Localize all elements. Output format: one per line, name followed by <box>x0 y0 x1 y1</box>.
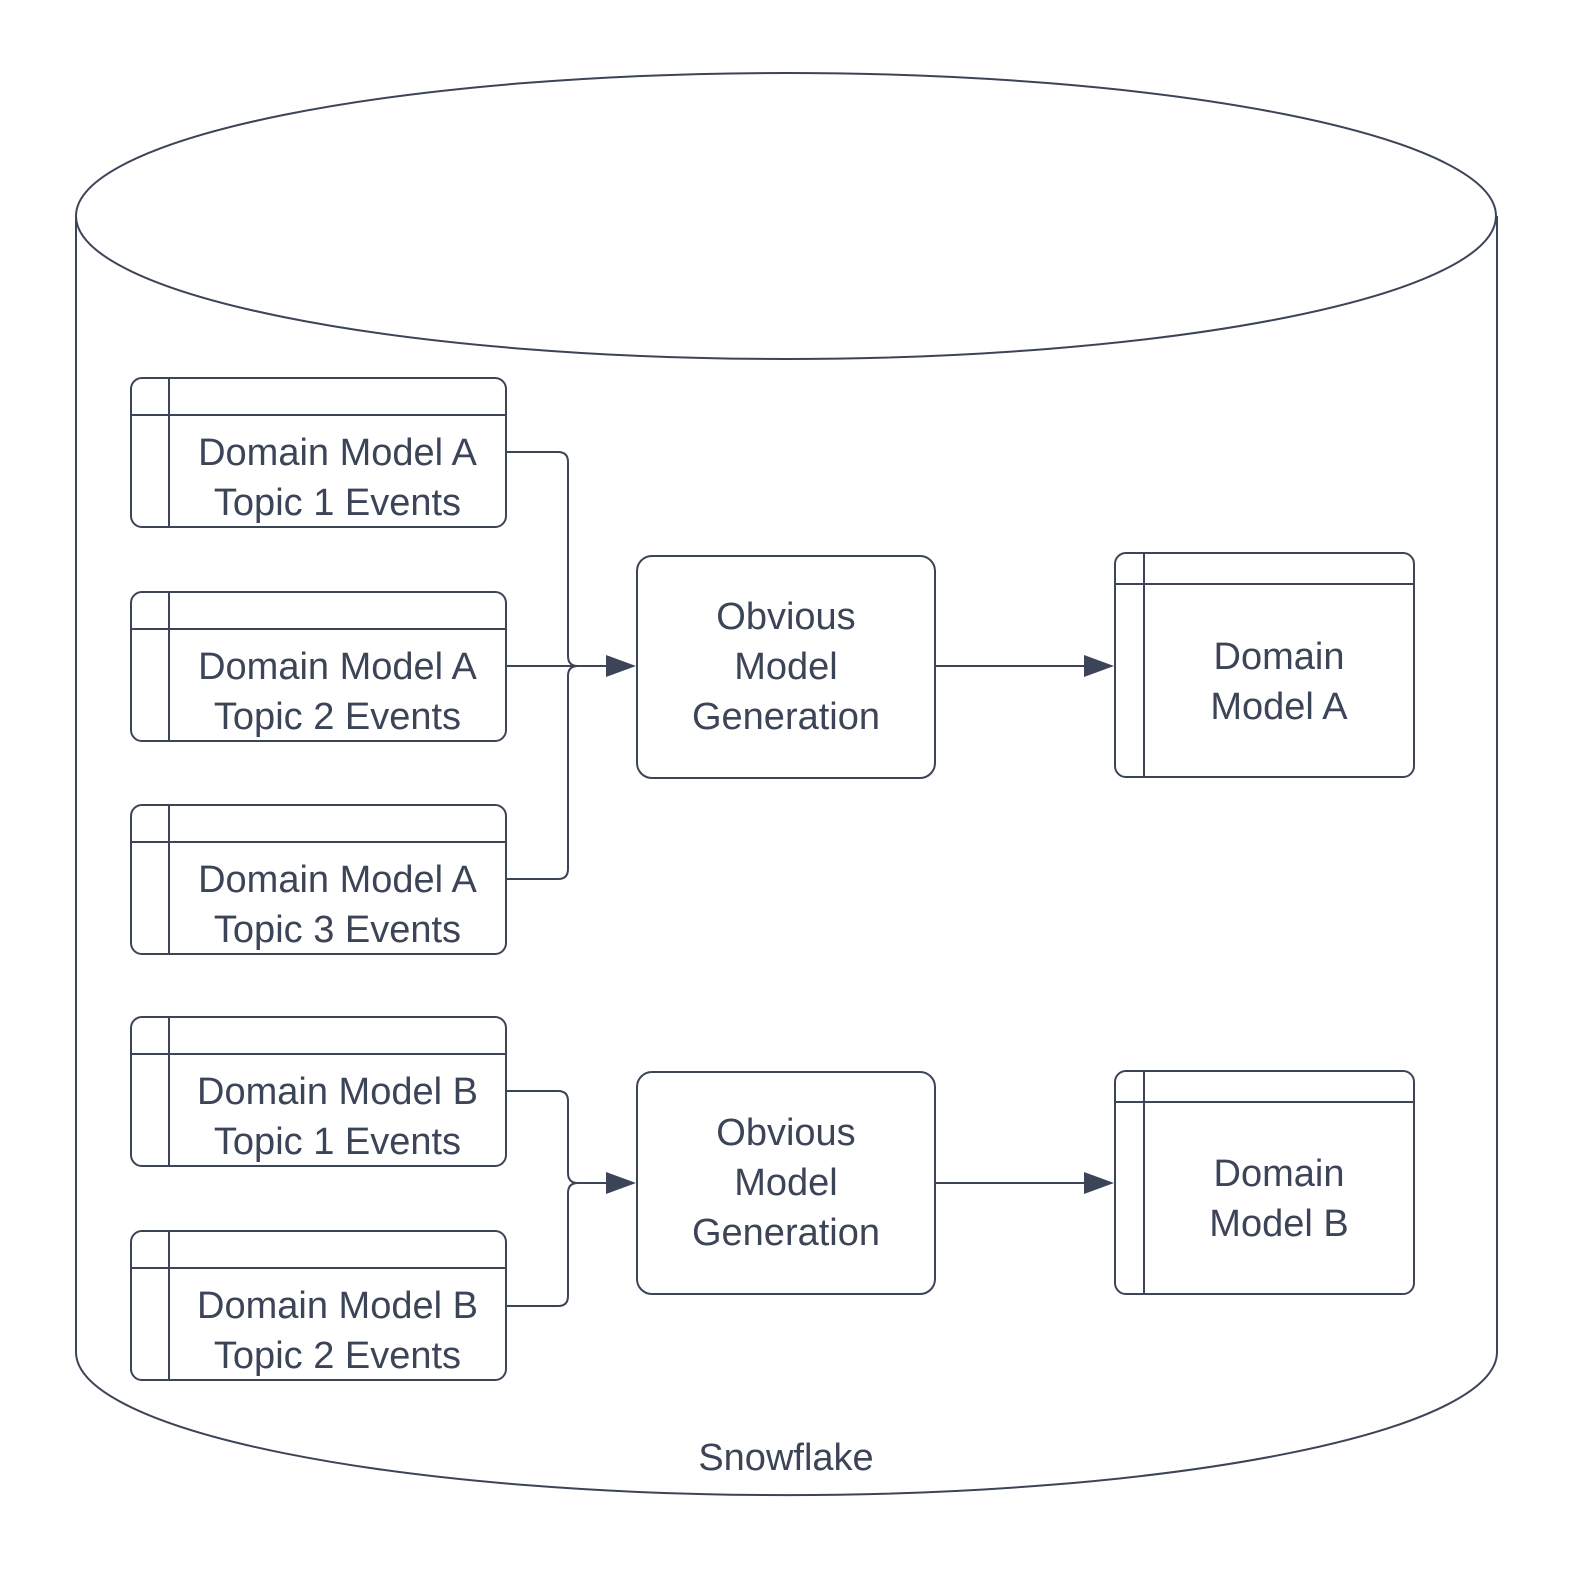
table-node-domain-b-topic-2-events: Domain Model B Topic 2 Events <box>130 1230 507 1381</box>
table-header-divider <box>1116 1101 1413 1103</box>
snowflake-cylinder <box>75 72 1498 1497</box>
table-column-divider <box>168 379 170 526</box>
table-node-domain-model-a: Domain Model A <box>1114 552 1415 778</box>
table-header-divider <box>132 414 505 416</box>
table-header-divider <box>132 1267 505 1269</box>
node-label: Domain Model A Topic 2 Events <box>198 646 477 738</box>
connectors-section-a <box>505 451 1114 880</box>
connector-a-topic3 <box>505 665 579 880</box>
table-node-domain-b-topic-1-events: Domain Model B Topic 1 Events <box>130 1016 507 1167</box>
table-header-divider <box>132 628 505 630</box>
node-label: Domain Model B Topic 1 Events <box>197 1071 478 1163</box>
table-header-divider <box>132 1053 505 1055</box>
connectors-section-b <box>505 1090 1114 1307</box>
node-label: Domain Model A Topic 1 Events <box>198 432 477 524</box>
cylinder-bottom-arc <box>75 1351 1498 1497</box>
node-label: Obvious Model Generation <box>691 1112 880 1254</box>
table-column-divider <box>168 806 170 953</box>
node-label: Domain Model B Topic 2 Events <box>197 1285 478 1377</box>
table-column-divider <box>1143 1072 1145 1293</box>
table-column-divider <box>168 1018 170 1165</box>
table-node-domain-a-topic-1-events: Domain Model A Topic 1 Events <box>130 377 507 528</box>
process-node-model-generation-a: Obvious Model Generation <box>636 555 936 779</box>
cylinder-top-ellipse <box>75 72 1497 360</box>
table-node-domain-a-topic-3-events: Domain Model A Topic 3 Events <box>130 804 507 955</box>
cylinder-side-lines <box>75 216 1498 1352</box>
table-header-divider <box>1116 583 1413 585</box>
node-label: Domain Model A <box>1210 635 1348 728</box>
table-column-divider <box>168 1232 170 1379</box>
arrowhead-model-b <box>1084 1172 1114 1194</box>
node-label: Domain Model A Topic 3 Events <box>198 859 477 951</box>
connector-b-topic1 <box>505 1090 579 1184</box>
connector-a-topic1 <box>505 451 579 667</box>
table-node-domain-model-b: Domain Model B <box>1114 1070 1415 1295</box>
table-column-divider <box>1143 554 1145 776</box>
arrowhead-b-merge <box>606 1172 636 1194</box>
node-label: Domain Model B <box>1209 1153 1349 1245</box>
connector-b-topic2 <box>505 1182 579 1307</box>
process-node-model-generation-b: Obvious Model Generation <box>636 1071 936 1295</box>
arrowhead-model-a <box>1084 655 1114 677</box>
table-node-domain-a-topic-2-events: Domain Model A Topic 2 Events <box>130 591 507 742</box>
cylinder-label: Snowflake <box>698 1437 874 1479</box>
table-column-divider <box>168 593 170 740</box>
node-label: Obvious Model Generation <box>691 596 880 738</box>
arrowhead-a-merge <box>606 655 636 677</box>
table-header-divider <box>132 841 505 843</box>
